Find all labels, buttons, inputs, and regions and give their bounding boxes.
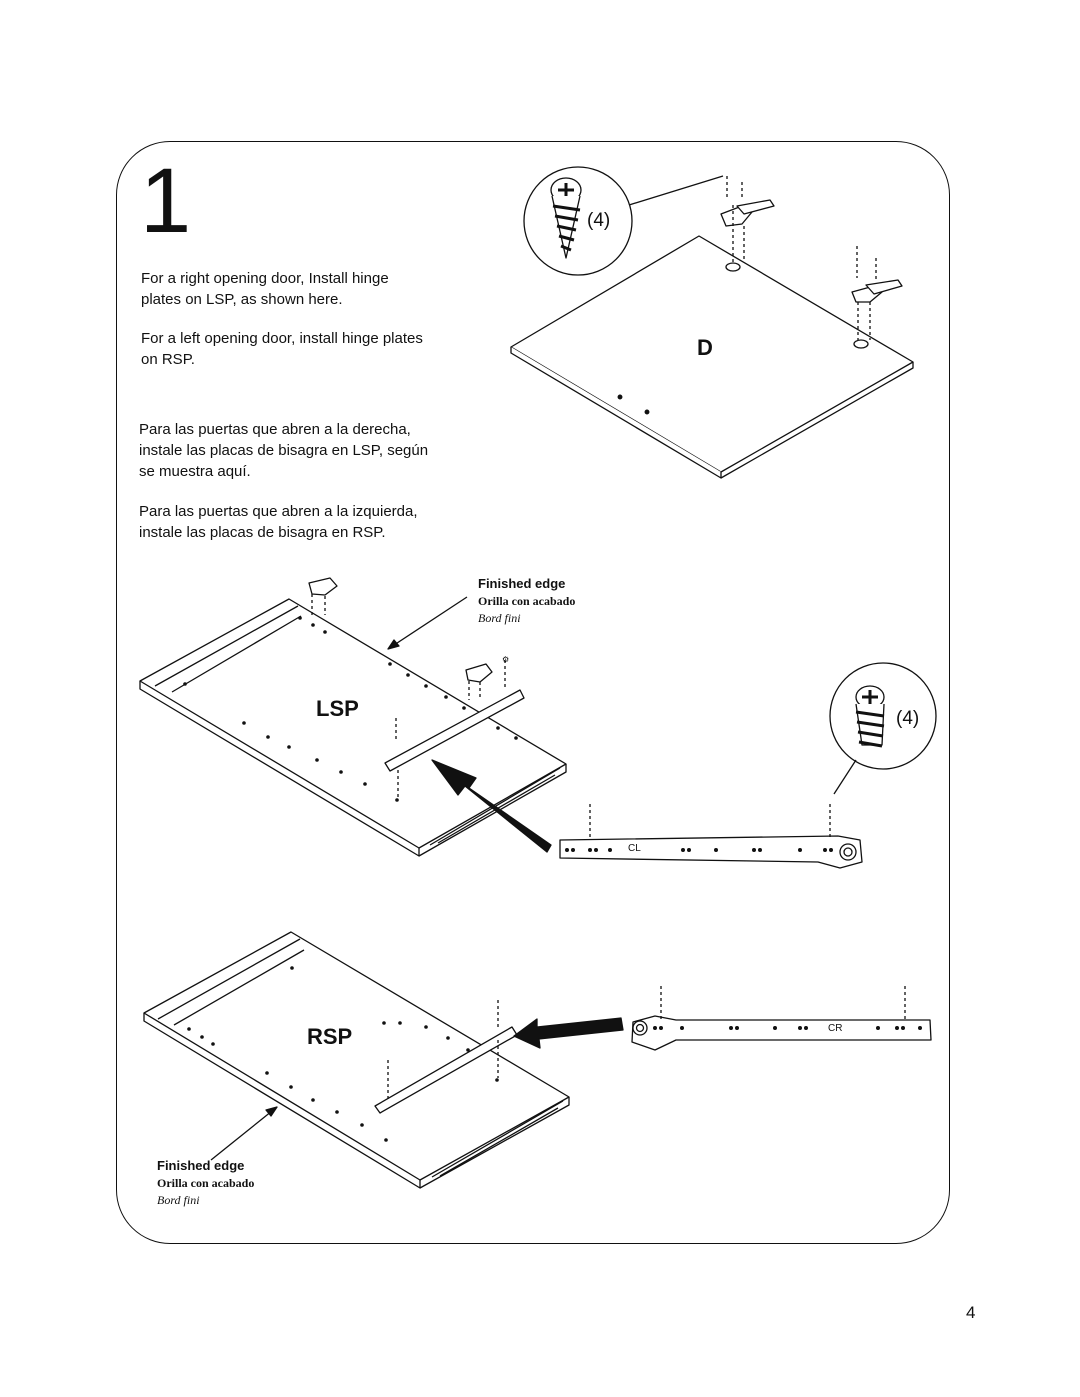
finished-edge-leader-rsp: [210, 1106, 278, 1161]
instruction-en-right-line1: For a right opening door, Install hinge: [141, 270, 389, 287]
finished-edge-label-bottom: Finished edge: [157, 1158, 245, 1173]
screw-callout-top: [523, 166, 633, 276]
instruction-es-right-line2: instale las placas de bisagra en LSP, se…: [139, 442, 429, 459]
instruction-en-left-line1: For a left opening door, install hinge p…: [141, 330, 423, 347]
finished-edge-label-top: Finished edge: [478, 576, 566, 591]
arrow-to-rsp: [513, 1017, 624, 1049]
instruction-es-right-line1: Para las puertas que abren a la derecha,: [139, 421, 411, 438]
finished-edge-label-es-bottom: Orilla con acabado: [157, 1176, 255, 1190]
rail-cl: [559, 804, 863, 869]
finished-edge-label-es-top: Orilla con acabado: [478, 594, 576, 608]
screw-icon: [855, 685, 885, 748]
rsp-label: RSP: [307, 1024, 353, 1049]
arrow-to-lsp: [431, 759, 552, 853]
instruction-es-right-line3: se muestra aquí.: [139, 463, 251, 480]
screw-callout-right: [829, 662, 937, 770]
screw-icon: [550, 177, 582, 259]
callout-leader-top: [628, 175, 724, 206]
instruction-en-left-line2: on RSP.: [141, 351, 195, 368]
instruction-es-left-line1: Para las puertas que abren a la izquierd…: [139, 503, 418, 520]
screw-quantity-right: (4): [896, 708, 920, 729]
step-number: 1: [140, 150, 192, 252]
instruction-en-right-line2: plates on LSP, as shown here.: [141, 291, 343, 308]
finished-edge-label-fr-top: Bord fini: [478, 611, 521, 625]
rail-cl-mark: CL: [628, 843, 641, 854]
lsp-screw-a: ⚙: [502, 655, 509, 664]
screw-quantity-top: (4): [587, 210, 611, 231]
door-panel: [510, 176, 914, 479]
rsp-panel: [143, 931, 570, 1189]
lsp-label: LSP: [316, 696, 359, 721]
callout-leader-right: [833, 759, 857, 795]
page-number: 4: [966, 1303, 976, 1322]
rail-cr-mark: CR: [828, 1023, 843, 1034]
step-frame: [116, 141, 950, 1244]
rail-cr: [631, 986, 932, 1051]
instruction-es-left-line2: instale las placas de bisagra en RSP.: [139, 524, 386, 541]
finished-edge-leader-lsp: [387, 596, 468, 650]
door-label: D: [697, 335, 713, 360]
finished-edge-label-fr-bottom: Bord fini: [157, 1193, 200, 1207]
